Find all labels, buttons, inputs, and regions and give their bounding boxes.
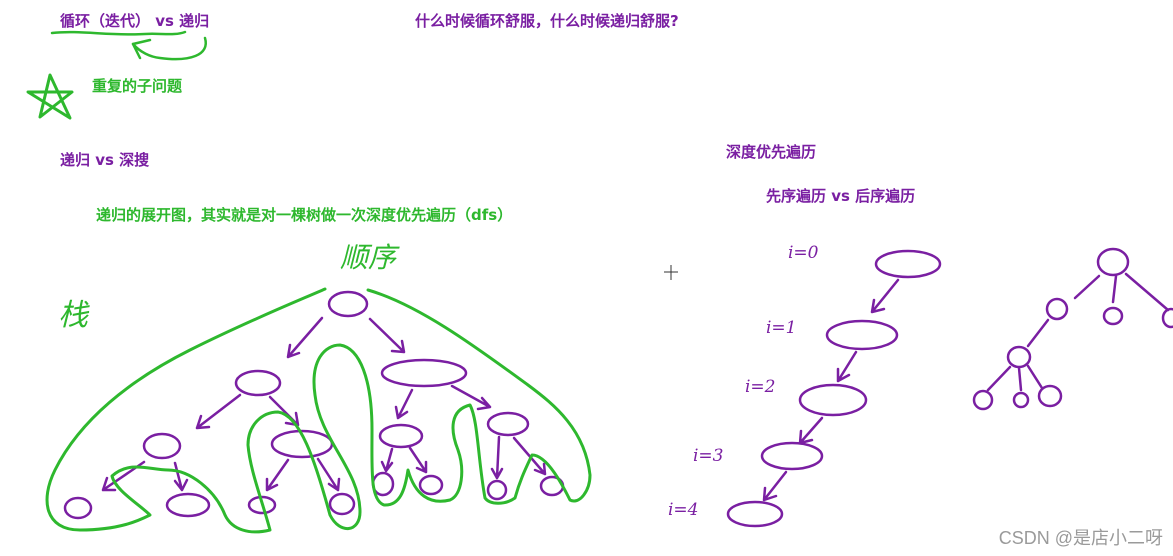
depth-label-4: i=4 <box>668 500 699 520</box>
chain-node-2 <box>800 385 866 415</box>
watermark: CSDN @是店小二呀 <box>998 528 1163 548</box>
side-tree-n7 <box>1039 386 1061 406</box>
side-tree-n1 <box>1047 299 1067 319</box>
stack-handwritten-label: 栈 <box>58 298 88 333</box>
cursor-cross-icon <box>664 265 678 280</box>
tree-node-leaf3 <box>249 497 275 513</box>
depth-label-0: i=0 <box>788 243 819 263</box>
depth-label-2: i=2 <box>745 377 776 397</box>
depth-label-3: i=3 <box>693 446 724 466</box>
preorder-vs-postorder-label: 先序遍历 vs 后序遍历 <box>766 187 916 205</box>
side-tree-n2 <box>1104 308 1122 324</box>
chain-node-1 <box>827 321 897 349</box>
tree-node-rr <box>488 413 528 435</box>
loop-underline-annotation <box>52 32 206 59</box>
chain-node-4 <box>728 502 782 526</box>
star-icon <box>28 75 72 118</box>
tree-node-leaf7 <box>488 481 506 499</box>
tree-node-root <box>329 292 367 316</box>
dfs-title-label: 深度优先遍历 <box>726 143 817 161</box>
dfs-chain <box>728 251 940 526</box>
recursion-tree <box>65 292 563 518</box>
recursion-vs-dfs-label: 递归 vs 深搜 <box>60 151 150 169</box>
chain-node-0 <box>876 251 940 277</box>
order-handwritten-label: 顺序 <box>340 241 397 274</box>
tree-node-leaf1 <box>65 498 91 518</box>
loop-vs-recursion-label: 循环（迭代） vs 递归 <box>60 12 210 30</box>
side-tree <box>974 249 1173 409</box>
tree-node-rl <box>380 425 422 447</box>
side-tree-n3 <box>1163 309 1173 327</box>
tree-node-leaf4 <box>330 494 354 514</box>
tree-node-leaf2 <box>167 494 209 516</box>
side-tree-n6 <box>1014 393 1028 407</box>
tree-node-ll <box>144 434 180 458</box>
side-tree-n4 <box>1008 347 1030 367</box>
repeated-subproblem-label: 重复的子问题 <box>92 77 183 95</box>
chain-node-3 <box>762 443 822 469</box>
tree-node-leaf6 <box>420 476 442 494</box>
depth-label-1: i=1 <box>766 318 797 338</box>
side-tree-root <box>1098 249 1128 275</box>
expansion-explanation-label: 递归的展开图，其实就是对一棵树做一次深度优先遍历（dfs） <box>96 206 513 224</box>
tree-node-l1 <box>236 371 280 395</box>
tree-node-r1 <box>382 360 466 386</box>
question-label: 什么时候循环舒服，什么时候递归舒服? <box>415 12 679 30</box>
dfs-contour <box>47 289 590 532</box>
side-tree-n5 <box>974 391 992 409</box>
